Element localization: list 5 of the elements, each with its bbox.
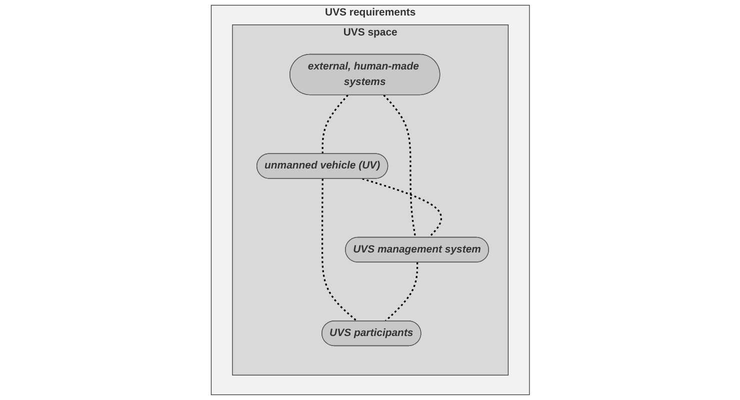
connector <box>384 262 418 322</box>
connector <box>321 178 358 322</box>
connector <box>362 178 442 238</box>
connector <box>321 94 348 154</box>
connector <box>382 94 416 238</box>
